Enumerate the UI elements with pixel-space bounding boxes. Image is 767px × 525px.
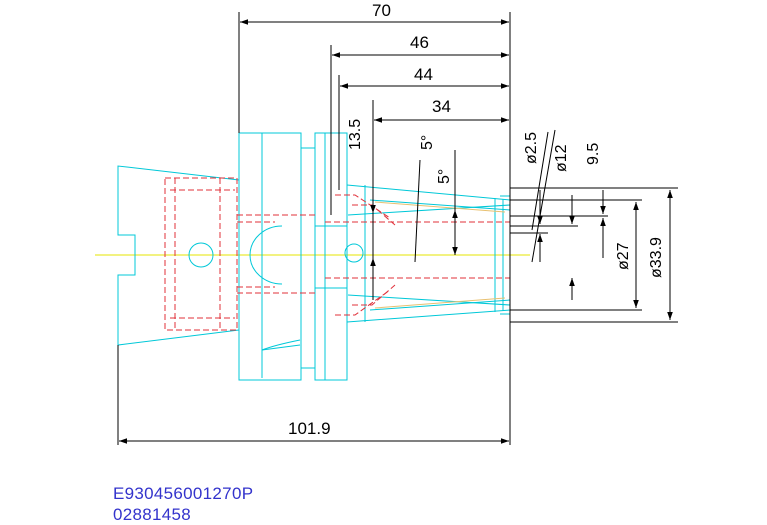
angle-a-text: 5° (419, 135, 436, 150)
hidden-lines (164, 177, 510, 331)
dim-12-text: ø12 (553, 144, 570, 172)
dim-34-text: 34 (432, 97, 451, 116)
dim-27-text: ø27 (615, 242, 632, 270)
angle-b-text: 5° (436, 169, 453, 184)
extension-lines (117, 12, 678, 445)
dim-70-text: 70 (372, 1, 391, 20)
collet-taper-accent (374, 201, 506, 309)
angle-leader-a (414, 159, 421, 263)
dim-2-5-text: ø2.5 (523, 132, 540, 164)
dimension-lines (119, 19, 673, 444)
dim-33-9-text: ø33.9 (648, 237, 665, 278)
dim-44-text: 44 (414, 65, 433, 84)
order-code: 02881458 (113, 505, 192, 524)
dim-101-9-text: 101.9 (288, 419, 331, 438)
part-number: E930456001270P (113, 484, 254, 503)
dim-9-5-text: 9.5 (585, 143, 602, 165)
dim-13-5-text: 13.5 (347, 119, 364, 150)
cross-holes (188, 225, 364, 285)
dim-46-text: 46 (410, 33, 429, 52)
